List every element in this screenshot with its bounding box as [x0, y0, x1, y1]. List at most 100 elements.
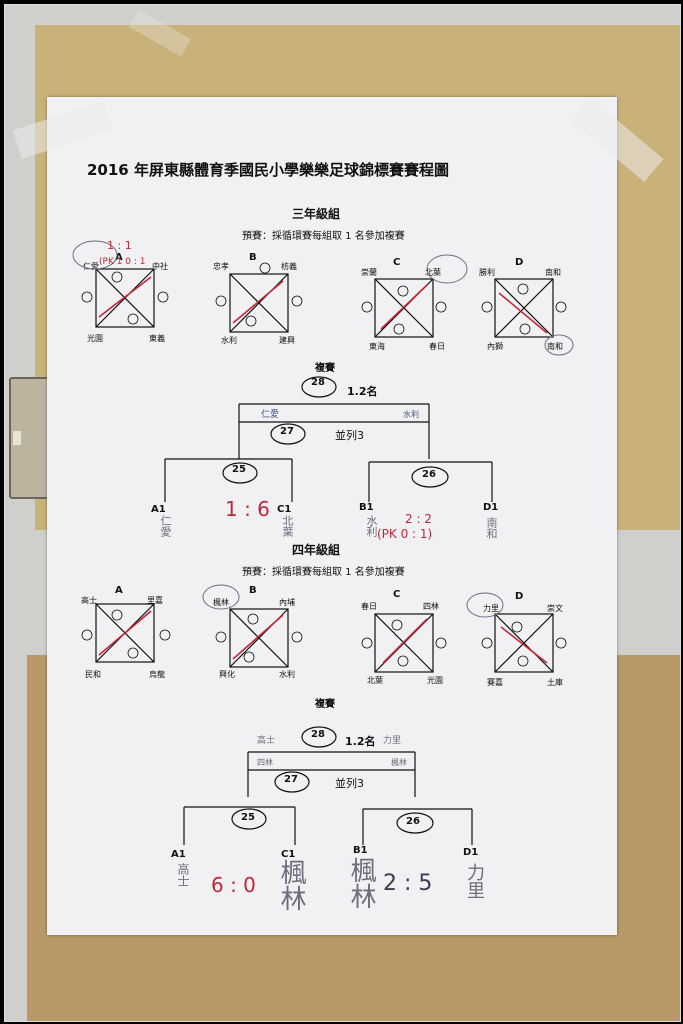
handwritten-name: 楓林 — [276, 859, 306, 911]
match-25-number: 25 — [232, 464, 246, 475]
team-label: 楓林 — [213, 598, 229, 607]
seed-a1: A1 — [171, 849, 186, 860]
team-label: 勝利 — [479, 268, 495, 277]
team-label: 北葉 — [425, 268, 441, 277]
group-letter: C — [393, 589, 401, 600]
grade3-title: 三年級組 — [292, 207, 341, 221]
handwritten-score: 1 : 1 — [107, 239, 132, 252]
team-label: 中社 — [152, 262, 168, 271]
seed-a1: A1 — [151, 504, 166, 515]
match-28-number: 28 — [311, 729, 325, 740]
team-label: 東海 — [369, 342, 385, 351]
seed-d1: D1 — [483, 502, 499, 513]
red-ink-marks — [98, 276, 548, 664]
match-26-number: 26 — [422, 469, 436, 480]
team-label: 烏龍 — [149, 670, 165, 679]
group-letter: B — [249, 585, 257, 596]
group-box — [494, 278, 554, 338]
tournament-poster: 2016 年屏東縣體育季國民小學樂樂足球錦標賽賽程圖 三年級組 預賽：採循環賽每… — [47, 97, 617, 935]
seed-c1: C1 — [277, 504, 292, 515]
poster-title: 2016 年屏東縣體育季國民小學樂樂足球錦標賽賽程圖 — [87, 161, 449, 179]
team-label: 光園 — [87, 334, 103, 343]
team-label: 民和 — [85, 670, 101, 679]
team-label: 北葉 — [367, 676, 383, 685]
team-label: 仁愛 — [83, 262, 99, 271]
group-box — [374, 613, 434, 673]
group-letter: C — [393, 257, 401, 268]
group-box — [229, 608, 289, 668]
group-box — [95, 268, 155, 328]
match-26-number: 26 — [406, 816, 420, 827]
grade3-final-label: 複賽 — [315, 363, 335, 374]
team-label: 光園 — [427, 676, 443, 685]
team-label: 水利 — [221, 336, 237, 345]
handwritten-pk: (PK 0 : 1) — [377, 527, 433, 541]
handwritten-pk-note: (PK 1 0 : 1 — [99, 257, 146, 267]
team-label: 內埔 — [279, 598, 295, 607]
match-27-number: 27 — [284, 774, 298, 785]
grade4-final-label: 複賽 — [315, 699, 335, 710]
team-label: 春日 — [361, 602, 377, 611]
grade4-rule: 預賽：採循環賽每組取 1 名參加複賽 — [242, 567, 405, 578]
team-label: 水利 — [279, 670, 295, 679]
group-box — [95, 603, 155, 663]
team-label: 崇蘭 — [361, 268, 377, 277]
team-label: 忠孝 — [213, 262, 229, 271]
handwritten-score-26: 2 : 5 — [383, 871, 433, 896]
grade4-title: 四年級組 — [292, 543, 341, 557]
handwritten-name: 力里 — [464, 863, 485, 899]
team-label: 春日 — [429, 342, 445, 351]
place-label: 1.2名 — [345, 735, 376, 748]
team-label: 賽嘉 — [487, 678, 503, 687]
team-label: 里嘉 — [147, 596, 163, 605]
group-box — [494, 613, 554, 673]
team-label: 內獅 — [487, 342, 503, 351]
handwritten-name: 北葉 — [281, 515, 294, 537]
match-25-number: 25 — [241, 812, 255, 823]
place-label: 1.2名 — [347, 385, 378, 398]
handwritten-score-25: 1 : 6 — [225, 497, 270, 521]
group-box — [229, 273, 289, 333]
seed-d1: D1 — [463, 847, 479, 858]
tie-note: 並列3 — [335, 429, 364, 442]
team-label: 枋義 — [281, 262, 297, 271]
team-label: 四林 — [423, 602, 439, 611]
wall: 2016 年屏東縣體育季國民小學樂樂足球錦標賽賽程圖 三年級組 預賽：採循環賽每… — [4, 4, 681, 1022]
team-label: 土庫 — [547, 678, 563, 687]
handwritten-name: 楓林 — [391, 758, 407, 767]
handwritten-score-25: 6 : 0 — [211, 873, 256, 897]
team-label: 南和 — [545, 268, 561, 277]
group-letter: A — [115, 252, 123, 263]
team-label: 崇文 — [547, 604, 563, 613]
wall-switch-plate — [9, 377, 51, 499]
group-box — [374, 278, 434, 338]
handwritten-name: 四林 — [257, 758, 273, 767]
seed-b1: B1 — [359, 502, 374, 513]
group-letter: D — [515, 591, 524, 602]
team-label: 興化 — [219, 670, 235, 679]
group-letter: B — [249, 252, 257, 263]
handwritten-name: 高士 — [176, 863, 190, 887]
tie-note: 並列3 — [335, 777, 364, 790]
handwritten-name: 水利 — [365, 515, 378, 537]
handwritten-name: 南和 — [485, 517, 498, 539]
handwritten-name: 仁愛 — [159, 515, 172, 537]
team-label: 高士 — [81, 596, 97, 605]
handwritten-name: 水利 — [403, 410, 419, 419]
handwritten-name: 力里 — [383, 736, 402, 746]
match-27-number: 27 — [280, 426, 294, 437]
team-label: 東義 — [149, 334, 165, 343]
bracket-lines — [72, 240, 574, 845]
grade3-rule: 預賽：採循環賽每組取 1 名參加複賽 — [242, 231, 405, 242]
handwritten-name: 仁愛 — [261, 410, 280, 420]
group-letter: D — [515, 257, 524, 268]
team-label: 建興 — [279, 336, 295, 345]
handwritten-name: 楓林 — [346, 857, 376, 909]
team-label: 力里 — [483, 604, 499, 613]
seed-c1: C1 — [281, 849, 296, 860]
handwritten-score-26: 2 : 2 — [405, 512, 432, 526]
handwritten-name: 高士 — [257, 736, 276, 746]
team-label: 南和 — [547, 342, 563, 351]
match-28-number: 28 — [311, 377, 325, 388]
